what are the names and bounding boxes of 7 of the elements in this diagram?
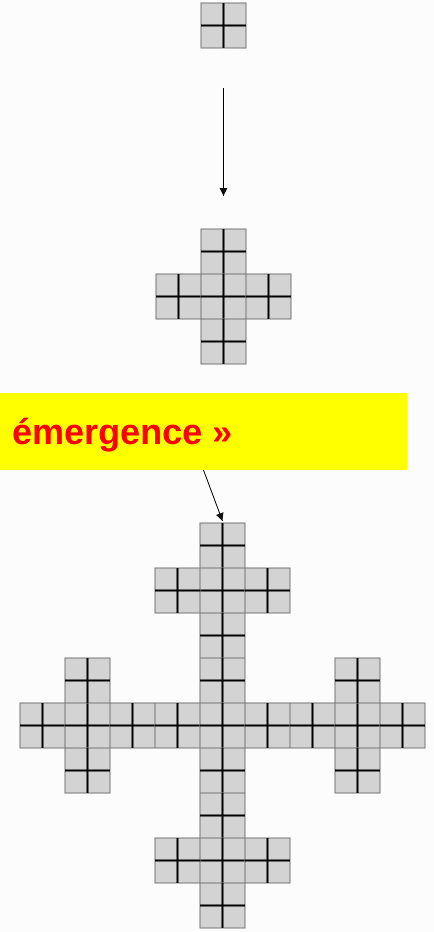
square-grid-drawing xyxy=(19,522,426,929)
arrow xyxy=(203,470,224,522)
banner-text: émergence » xyxy=(12,410,232,452)
highlight-banner xyxy=(0,393,407,470)
square-grid-drawing xyxy=(200,2,247,49)
square-grid-drawing xyxy=(155,228,292,365)
arrow xyxy=(220,88,228,196)
